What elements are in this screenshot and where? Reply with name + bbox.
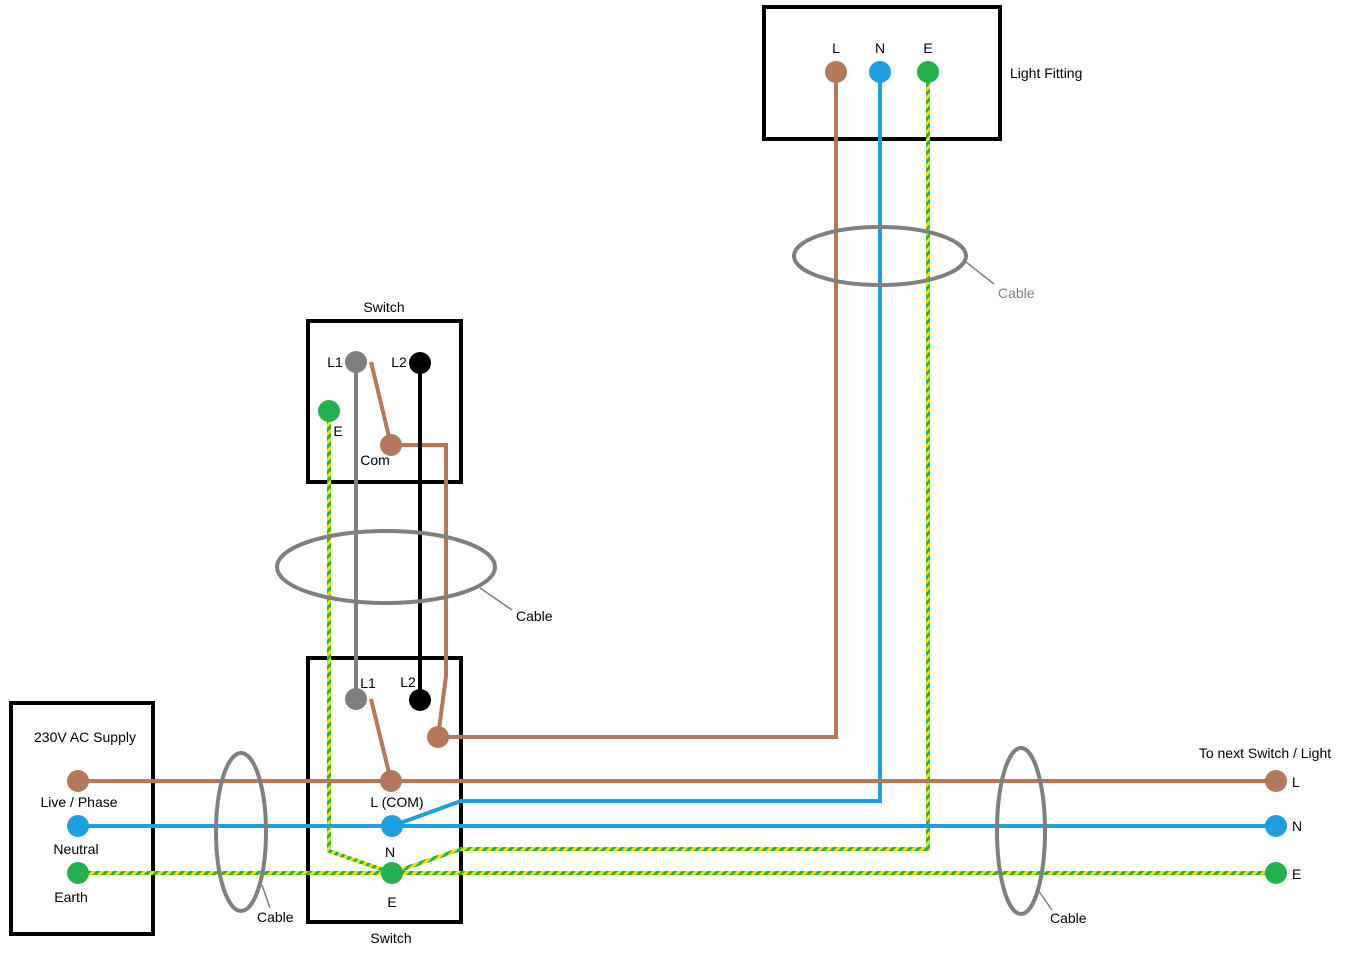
lower-terminal-switched	[427, 726, 449, 748]
light-fitting-title: Light Fitting	[1010, 65, 1082, 81]
next-label-e: E	[1292, 866, 1301, 882]
upper-terminal-l1	[345, 351, 367, 373]
lower-label-n: N	[385, 844, 395, 860]
lower-terminal-l2	[409, 689, 431, 711]
next-label-l: L	[1292, 774, 1300, 790]
lower-label-l2: L2	[400, 674, 416, 690]
live-wires	[78, 72, 1276, 783]
next-terminal-l	[1265, 770, 1287, 792]
supply-box	[9, 701, 155, 936]
upper-label-l1: L1	[327, 354, 343, 370]
lower-terminal-l1	[345, 688, 367, 710]
supply-terminal-neutral	[67, 815, 89, 837]
light-label-e: E	[923, 40, 932, 56]
upper-label-com: Com	[360, 452, 390, 468]
earth-wires	[78, 72, 1276, 875]
supply-label-earth: Earth	[54, 889, 87, 905]
light-cable-ring	[792, 225, 968, 287]
lower-switch-title: Switch	[370, 930, 411, 946]
lower-terminal-e	[381, 862, 403, 884]
neutral-wire-light	[391, 72, 882, 828]
onward-cable-ring	[995, 746, 1047, 916]
supply-cable-leader	[261, 884, 271, 909]
supply-label-neutral: Neutral	[53, 841, 98, 857]
upper-label-e: E	[333, 423, 342, 439]
upper-switch-box	[306, 319, 463, 484]
upper-terminal-e	[318, 400, 340, 422]
next-terminal-n	[1265, 815, 1287, 837]
light-terminal-l	[825, 61, 847, 83]
cable-leaders	[261, 261, 1053, 911]
neutral-wires	[78, 72, 1276, 828]
upper-label-l2: L2	[391, 354, 407, 370]
upper-switch-title: Switch	[363, 299, 404, 315]
earth-wire-light	[391, 72, 930, 875]
supply-terminal-earth	[67, 862, 89, 884]
supply-cable-ring	[214, 751, 268, 913]
lower-switch-lever	[369, 698, 393, 782]
supply-terminal-live	[67, 770, 89, 792]
upper-terminal-l2	[409, 352, 431, 374]
onward-cable-label: Cable	[1050, 910, 1087, 926]
strapper-cable-ring	[275, 529, 497, 605]
supply-title: 230V AC Supply	[34, 729, 136, 745]
light-terminal-e	[917, 61, 939, 83]
lower-terminal-n	[381, 815, 403, 837]
lower-label-l1: L1	[360, 675, 376, 691]
lower-terminal-lcom	[380, 770, 402, 792]
strapper-cable-leader	[479, 587, 513, 611]
light-terminal-n	[869, 61, 891, 83]
upper-terminal-com	[380, 434, 402, 456]
next-terminal-e	[1265, 862, 1287, 884]
light-cable-label: Cable	[998, 285, 1035, 301]
light-label-l: L	[832, 40, 840, 56]
lower-switch-box	[306, 656, 463, 924]
lower-label-lcom: L (COM)	[370, 794, 423, 810]
supply-label-live: Live / Phase	[40, 794, 117, 810]
light-label-n: N	[875, 40, 885, 56]
light-cable-leader	[965, 261, 995, 285]
upper-switch-lever	[369, 361, 393, 446]
terminals	[67, 61, 1287, 884]
strapper-cable-label: Cable	[516, 608, 553, 624]
onward-cable-leader	[1037, 889, 1053, 911]
lower-label-e: E	[387, 894, 396, 910]
cable-rings	[214, 225, 1047, 916]
earth-wire-upper-switch	[327, 411, 393, 875]
switched-live-wire	[438, 72, 838, 739]
next-title: To next Switch / Light	[1199, 745, 1331, 761]
supply-cable-label: Cable	[257, 909, 294, 925]
next-label-n: N	[1292, 818, 1302, 834]
